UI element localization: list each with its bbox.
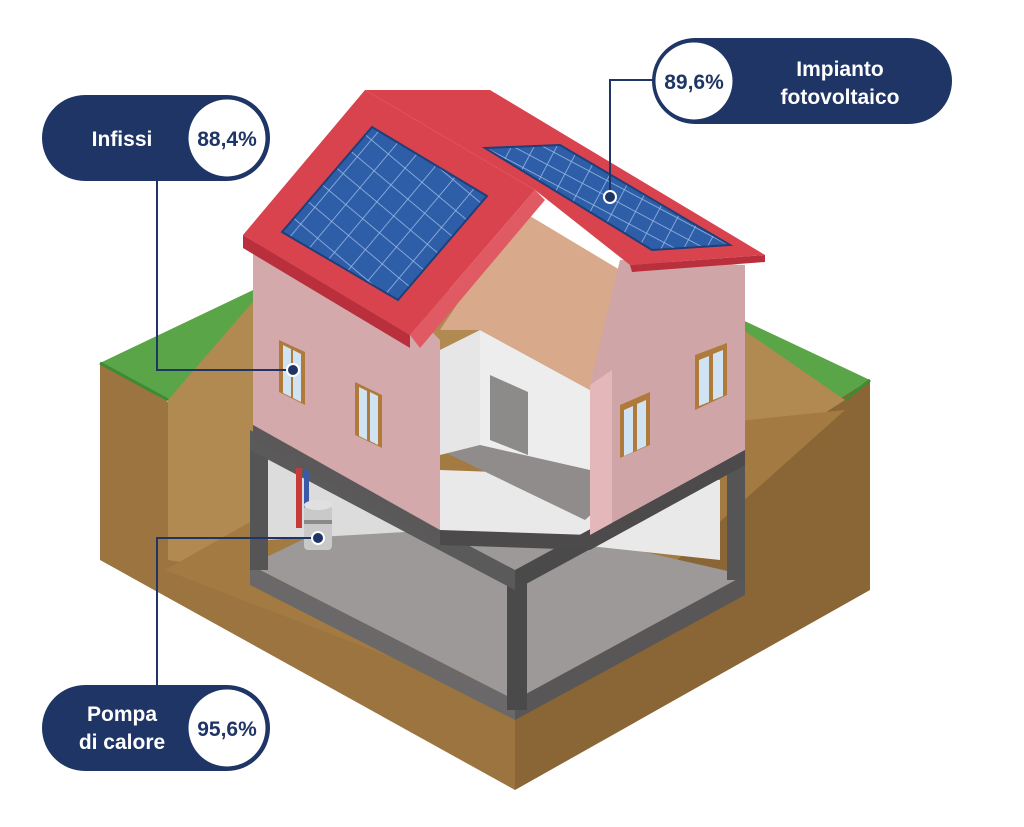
- interior-doorway: [490, 375, 528, 455]
- dot-pompa: [311, 531, 325, 545]
- roof: [243, 90, 765, 348]
- dot-fotovoltaico: [603, 190, 617, 204]
- callout-pompa-value: 95,6%: [197, 718, 257, 741]
- wall-right: [590, 260, 745, 535]
- callout-infissi: Infissi 88,4%: [42, 95, 270, 181]
- window-left-2: [355, 382, 382, 448]
- connector-dots: [286, 190, 617, 545]
- callout-pompa-label-line1: Pompa: [87, 703, 157, 726]
- callout-infissi-label: Infissi: [92, 128, 153, 151]
- callout-fotovoltaico-label-line2: fotovoltaico: [781, 86, 900, 109]
- column-front: [507, 580, 527, 710]
- connector-lines: [156, 79, 655, 690]
- solar-panel-left: [280, 125, 489, 302]
- dot-infissi: [286, 363, 300, 377]
- column-left: [250, 440, 268, 570]
- window-right-1: [620, 392, 650, 458]
- connector-infissi: [156, 175, 293, 371]
- interior-ceiling: [440, 210, 620, 390]
- heat-pump-pipe-red: [296, 468, 302, 528]
- connector-fotovoltaico: [609, 79, 655, 197]
- callout-fotovoltaico-label-line1: Impianto: [796, 58, 884, 81]
- heat-pump-pipe-blue: [304, 468, 309, 528]
- connector-pompa: [156, 537, 318, 690]
- window-right-2: [695, 343, 727, 410]
- ground-floor-slab: [250, 495, 745, 700]
- upper-interior-wall-left: [440, 330, 480, 455]
- callout-fotovoltaico-value: 89,6%: [664, 71, 724, 94]
- column-right: [727, 455, 745, 580]
- callout-pompa: Pompa di calore 95,6%: [42, 685, 270, 771]
- callout-pompa-label-line2: di calore: [79, 731, 165, 754]
- callout-fotovoltaico: 89,6% Impianto fotovoltaico: [652, 38, 952, 124]
- callout-infissi-value: 88,4%: [197, 128, 257, 151]
